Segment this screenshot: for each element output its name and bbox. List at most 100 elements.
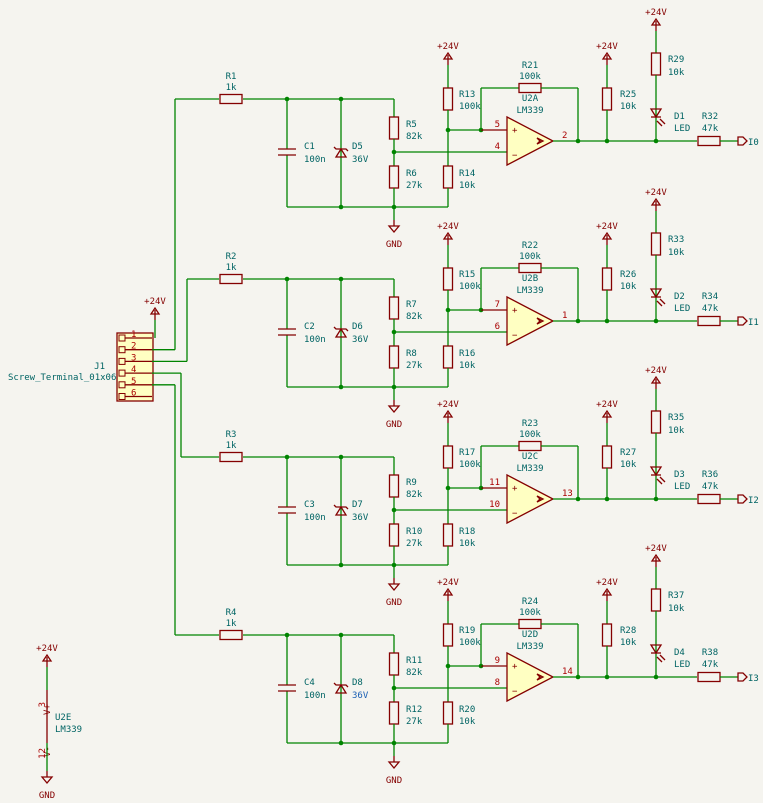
channel-2: R31kC3100nD736VR982kR1027kGND+24VR17100k… [152, 366, 759, 608]
zener-ref: D7 [352, 500, 363, 510]
vplus-label: V+ [43, 704, 53, 715]
reference-bottom-value: 10k [459, 539, 476, 549]
pullup-resistor [601, 623, 613, 647]
feedback-resistor [518, 618, 542, 630]
vcc-label: +24V [437, 222, 459, 232]
vcc-label: +24V [437, 400, 459, 410]
input-resistor-ref: R2 [226, 252, 237, 262]
divider-bottom-resistor [388, 523, 400, 547]
led-ray [656, 120, 663, 127]
zener-cathode [333, 146, 349, 152]
reference-bottom-ref: R14 [459, 169, 475, 179]
input-resistor [219, 273, 243, 285]
feedback-value: 100k [519, 72, 541, 82]
net-label: I0 [748, 138, 759, 148]
input-label-flag [737, 136, 748, 146]
reference-bottom-resistor [442, 701, 454, 725]
capacitor-value: 100n [304, 335, 326, 345]
vcc-arrow-icon [601, 409, 613, 418]
minus-pin-number: 6 [495, 322, 500, 332]
comparator-ref: U2B [522, 274, 538, 284]
pullup-value: 10k [620, 282, 637, 292]
vcc-label: +24V [596, 578, 618, 588]
ground-icon [387, 583, 401, 592]
vcc-arrow-icon [442, 587, 454, 596]
vcc-arrow-icon [41, 653, 53, 662]
led-ray [659, 118, 666, 125]
divider-top-ref: R9 [406, 478, 417, 488]
plus-pin-number: 5 [495, 120, 500, 130]
led-ref: D1 [674, 112, 685, 122]
reference-top-ref: R13 [459, 90, 475, 100]
feedback-ref: R22 [522, 241, 538, 251]
zener-diode-icon [334, 147, 348, 158]
input-resistor-ref: R4 [226, 608, 237, 618]
pullup-ref: R28 [620, 626, 636, 636]
comparator-value: LM339 [516, 106, 543, 116]
zener-ref: D6 [352, 322, 363, 332]
gnd-label: GND [386, 240, 402, 250]
reference-top-value: 100k [459, 282, 481, 292]
zener-ref: D8 [352, 678, 363, 688]
connector-body [116, 332, 154, 402]
led-resistor [650, 232, 662, 256]
led-resistor-ref: R35 [668, 413, 684, 423]
comparator-symbol [506, 651, 555, 703]
vcc-arrow-icon [442, 231, 454, 240]
divider-bottom-value: 27k [406, 181, 423, 191]
open-collector-icon [536, 495, 545, 503]
divider-bottom-ref: R6 [406, 169, 417, 179]
junction-dot [338, 204, 344, 210]
reference-bottom-value: 10k [459, 717, 476, 727]
reference-top-resistor [442, 623, 454, 647]
minus-sign: − [512, 687, 518, 697]
led-value: LED [674, 304, 690, 314]
pin-number: 5 [131, 377, 136, 387]
power-unit-ref: U2E [55, 713, 71, 723]
pin-number: 4 [131, 365, 136, 375]
led-resistor [650, 410, 662, 434]
vcc-label: +24V [645, 544, 667, 554]
pullup-ref: R27 [620, 448, 636, 458]
junction-dot [338, 384, 344, 390]
reference-bottom-ref: R20 [459, 705, 475, 715]
channel-0: R11kC1100nD536VR582kR627kGND+24VR13100kR… [152, 8, 759, 351]
output-resistor [697, 315, 721, 327]
feedback-value: 100k [519, 252, 541, 262]
led-value: LED [674, 124, 690, 134]
zener-value: 36V [352, 691, 369, 701]
divider-top-value: 82k [406, 312, 423, 322]
reference-top-ref: R17 [459, 448, 475, 458]
pullup-value: 10k [620, 460, 637, 470]
gnd-label: GND [386, 598, 402, 608]
pullup-resistor [601, 267, 613, 291]
capacitor-value: 100n [304, 691, 326, 701]
reference-bottom-value: 10k [459, 181, 476, 191]
reference-bottom-ref: R16 [459, 349, 475, 359]
led-icon [649, 108, 663, 119]
channel-3: R41kC4100nD836VR1182kR1227kGND+24VR19100… [152, 384, 759, 786]
output-resistor [697, 493, 721, 505]
led-resistor-ref: R33 [668, 235, 684, 245]
divider-top-resistor [388, 652, 400, 676]
open-collector-icon [536, 673, 545, 681]
divider-top-value: 82k [406, 490, 423, 500]
zener-diode-icon [334, 327, 348, 338]
led-resistor [650, 52, 662, 76]
reference-top-resistor [442, 445, 454, 469]
output-resistor-value: 47k [702, 304, 719, 314]
led-ref: D3 [674, 470, 685, 480]
vcc-arrow-icon [149, 306, 161, 315]
input-resistor-ref: R1 [226, 72, 237, 82]
vcc-label: +24V [596, 42, 618, 52]
pin-number: 3 [131, 353, 136, 363]
led-resistor-value: 10k [668, 604, 685, 614]
pullup-resistor [601, 87, 613, 111]
vcc-arrow-icon [442, 51, 454, 60]
input-resistor-value: 1k [226, 441, 237, 451]
vcc-arrow-icon [650, 375, 662, 384]
reference-top-value: 100k [459, 102, 481, 112]
feedback-resistor [518, 440, 542, 452]
junction-dot [575, 138, 581, 144]
